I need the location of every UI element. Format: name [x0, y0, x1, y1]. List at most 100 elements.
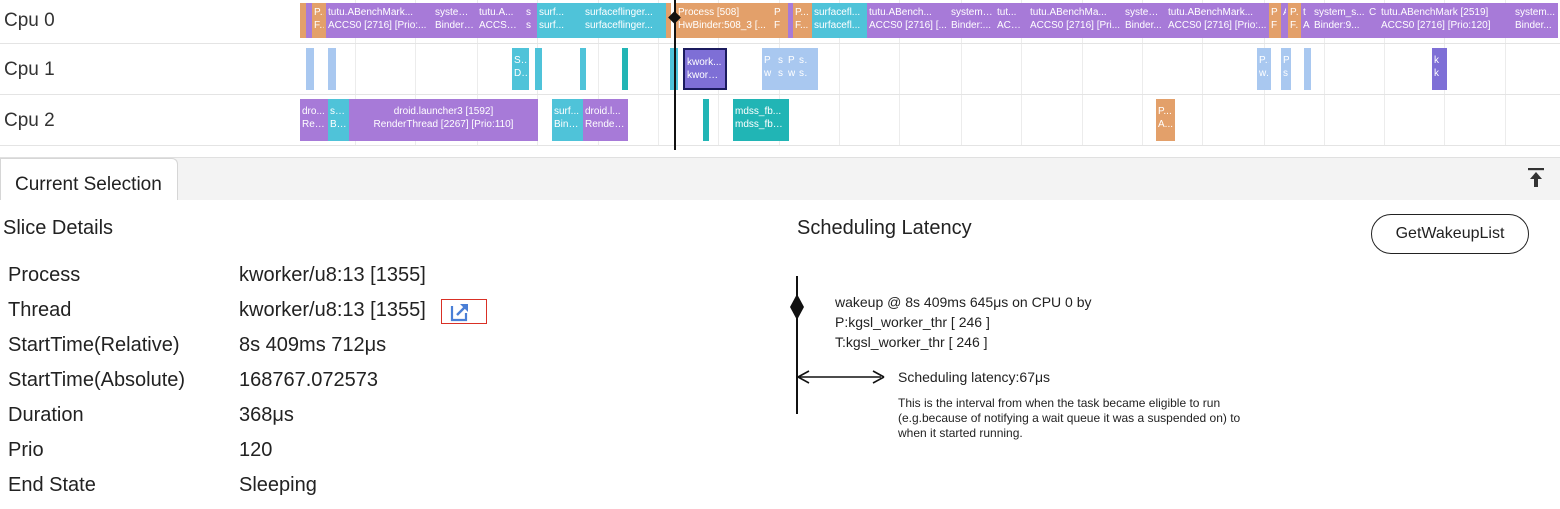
cpu-slice[interactable]: surfaceflinger...surfaceflinger... — [583, 3, 666, 38]
time-grid-line — [1505, 44, 1506, 94]
cpu-label: Cpu 2 — [4, 110, 55, 131]
cpu-slice[interactable]: tutu.ABenchMark...ACCS0 [2716] [Prio:... — [326, 3, 433, 38]
cpu-slice[interactable] — [306, 48, 314, 90]
cpu-slice[interactable]: kwork...kworker... — [683, 48, 727, 90]
cpu-slice[interactable]: P...F... — [1288, 3, 1301, 38]
cpu-track[interactable]: S...D...kwork...kworker...PwssPws...s...… — [300, 44, 1560, 94]
slice-label: RenderThread [2267] [Prio:110] — [373, 119, 514, 130]
cpu-slice[interactable]: mdss_fb...mdss_fb0 ... — [733, 99, 789, 141]
slice-label: tutu.ABenchMark [2519] — [1381, 7, 1489, 18]
cpu-slice[interactable]: tut...ACCS... — [995, 3, 1028, 38]
cpu-row-0[interactable]: Cpu 0 P...F...tutu.ABenchMark...ACCS0 [2… — [0, 0, 1560, 44]
cpu-slice[interactable]: S...D... — [512, 48, 529, 90]
slice-label: t — [1303, 7, 1306, 18]
time-grid-line — [899, 44, 900, 94]
cpu-slice[interactable]: system_s...Binder:9... — [1312, 3, 1367, 38]
latency-description-line2: (e.g.because of notifying a wait queue i… — [898, 411, 1241, 425]
cpu-slice[interactable] — [703, 99, 709, 141]
slice-label: kwork... — [687, 57, 722, 68]
slice-label: s — [778, 68, 783, 79]
cpu-label: Cpu 0 — [4, 10, 55, 31]
cpu-slice[interactable]: surf...Bind... — [552, 99, 583, 141]
tab-current-selection[interactable]: Current Selection — [0, 158, 178, 200]
cpu-row-2[interactable]: Cpu 2 dro...Ren...su...Bi...droid.launch… — [0, 95, 1560, 146]
latency-arrow-left-head — [797, 370, 810, 384]
slice-details-title: Slice Details — [3, 217, 114, 239]
cpu-slice[interactable] — [300, 3, 306, 38]
cpu-slice[interactable]: Process [508]HwBinder:508_3 [... — [676, 3, 772, 38]
cpu-slice[interactable]: system_...Binder:... — [433, 3, 477, 38]
slice-label: surf... — [554, 106, 580, 117]
cpu-slice[interactable] — [1304, 48, 1311, 90]
cpu-slice[interactable] — [666, 3, 671, 38]
cpu-slice[interactable]: surf...surf... — [537, 3, 583, 38]
cpu-slice[interactable] — [580, 48, 586, 90]
slice-label: P... — [1290, 7, 1299, 18]
cpu-slice[interactable] — [622, 48, 628, 90]
cpu-track[interactable]: P...F...tutu.ABenchMark...ACCS0 [2716] [… — [300, 0, 1560, 43]
cpu-slice[interactable]: tutu.ABenchMark [2519]ACCS0 [2716] [Prio… — [1379, 3, 1513, 38]
cpu-slice[interactable]: dro...Ren... — [300, 99, 328, 141]
get-wakeup-list-button[interactable]: GetWakeupList — [1371, 214, 1529, 254]
slice-label: P — [764, 55, 771, 66]
slice-label: tutu.ABenchMark... — [1168, 7, 1254, 18]
cpu-slice[interactable]: tutu.ABenchMark...ACCS0 [2716] [Prio:... — [1166, 3, 1269, 38]
time-grid-line — [961, 44, 962, 94]
slice-label: surfacefl... — [814, 7, 861, 18]
slice-label: surf... — [539, 7, 565, 18]
time-grid-line — [961, 95, 962, 145]
slice-label: A — [1283, 6, 1286, 19]
slice-label: Binder... — [1515, 20, 1552, 31]
wakeup-info-line1: wakeup @ 8s 409ms 645μs on CPU 0 by — [835, 294, 1092, 310]
cpu-slice[interactable] — [809, 48, 818, 90]
slice-label: surfacefl... — [814, 20, 861, 31]
slice-label: s — [1283, 68, 1288, 79]
cpu-slice[interactable]: droid.l...RenderT... — [583, 99, 628, 141]
cpu-slice[interactable]: tutu.A...ACCS0 [... — [477, 3, 524, 38]
cpu-slice[interactable]: P...F... — [793, 3, 812, 38]
cpu-slice[interactable] — [535, 48, 542, 90]
cpu-slice[interactable]: Ps — [1281, 48, 1291, 90]
cpu-slice[interactable]: tutu.ABench...ACCS0 [2716] [... — [867, 3, 949, 38]
slice-label: F — [774, 20, 781, 31]
slice-label: tut... — [997, 7, 1017, 18]
cpu-row-1[interactable]: Cpu 1 S...D...kwork...kworker...PwssPws.… — [0, 44, 1560, 95]
latency-arrow-right-head — [872, 370, 885, 384]
cpu-slice[interactable]: system...Binder... — [1513, 3, 1558, 38]
pin-to-top-icon[interactable] — [1526, 166, 1546, 188]
cpu-slice[interactable] — [306, 3, 312, 38]
cpu-timeline[interactable]: Cpu 0 P...F...tutu.ABenchMark...ACCS0 [2… — [0, 0, 1560, 150]
cpu-slice[interactable]: system...Binder... — [1123, 3, 1166, 38]
cpu-slice[interactable]: s...s... — [797, 48, 809, 90]
time-grid-line — [1384, 44, 1385, 94]
cpu-slice[interactable]: P...F... — [312, 3, 326, 38]
jump-to-thread-button[interactable] — [441, 299, 487, 324]
cpu-slice[interactable]: droid.launcher3 [1592]RenderThread [2267… — [349, 99, 538, 141]
cpu-slice[interactable] — [788, 3, 793, 38]
time-grid-line — [839, 44, 840, 94]
cpu-slice[interactable]: surfacefl... surfacefl... — [812, 3, 867, 38]
cpu-track[interactable]: dro...Ren...su...Bi...droid.launcher3 [1… — [300, 95, 1560, 145]
cpu-slice[interactable]: su...Bi... — [328, 99, 349, 141]
slice-label: k — [1434, 68, 1439, 79]
cpu-slice[interactable]: P...w... — [1257, 48, 1271, 90]
jump-to-thread-icon — [450, 304, 468, 322]
cpu-slice[interactable]: C — [1367, 3, 1379, 38]
cpu-slice[interactable]: P...A... — [1156, 99, 1175, 141]
detail-key-start-absolute: StartTime(Absolute) — [8, 369, 186, 391]
latency-description-line3: when it started running. — [898, 426, 1023, 440]
time-grid-line — [1082, 95, 1083, 145]
cpu-slice[interactable]: A — [1281, 3, 1288, 38]
cpu-slice[interactable] — [328, 48, 336, 90]
cpu-slice[interactable]: tutu.ABenchMa...ACCS0 [2716] [Pri... — [1028, 3, 1123, 38]
slice-label: s — [526, 7, 531, 18]
cpu-slice[interactable]: system_...Binder:... — [949, 3, 995, 38]
